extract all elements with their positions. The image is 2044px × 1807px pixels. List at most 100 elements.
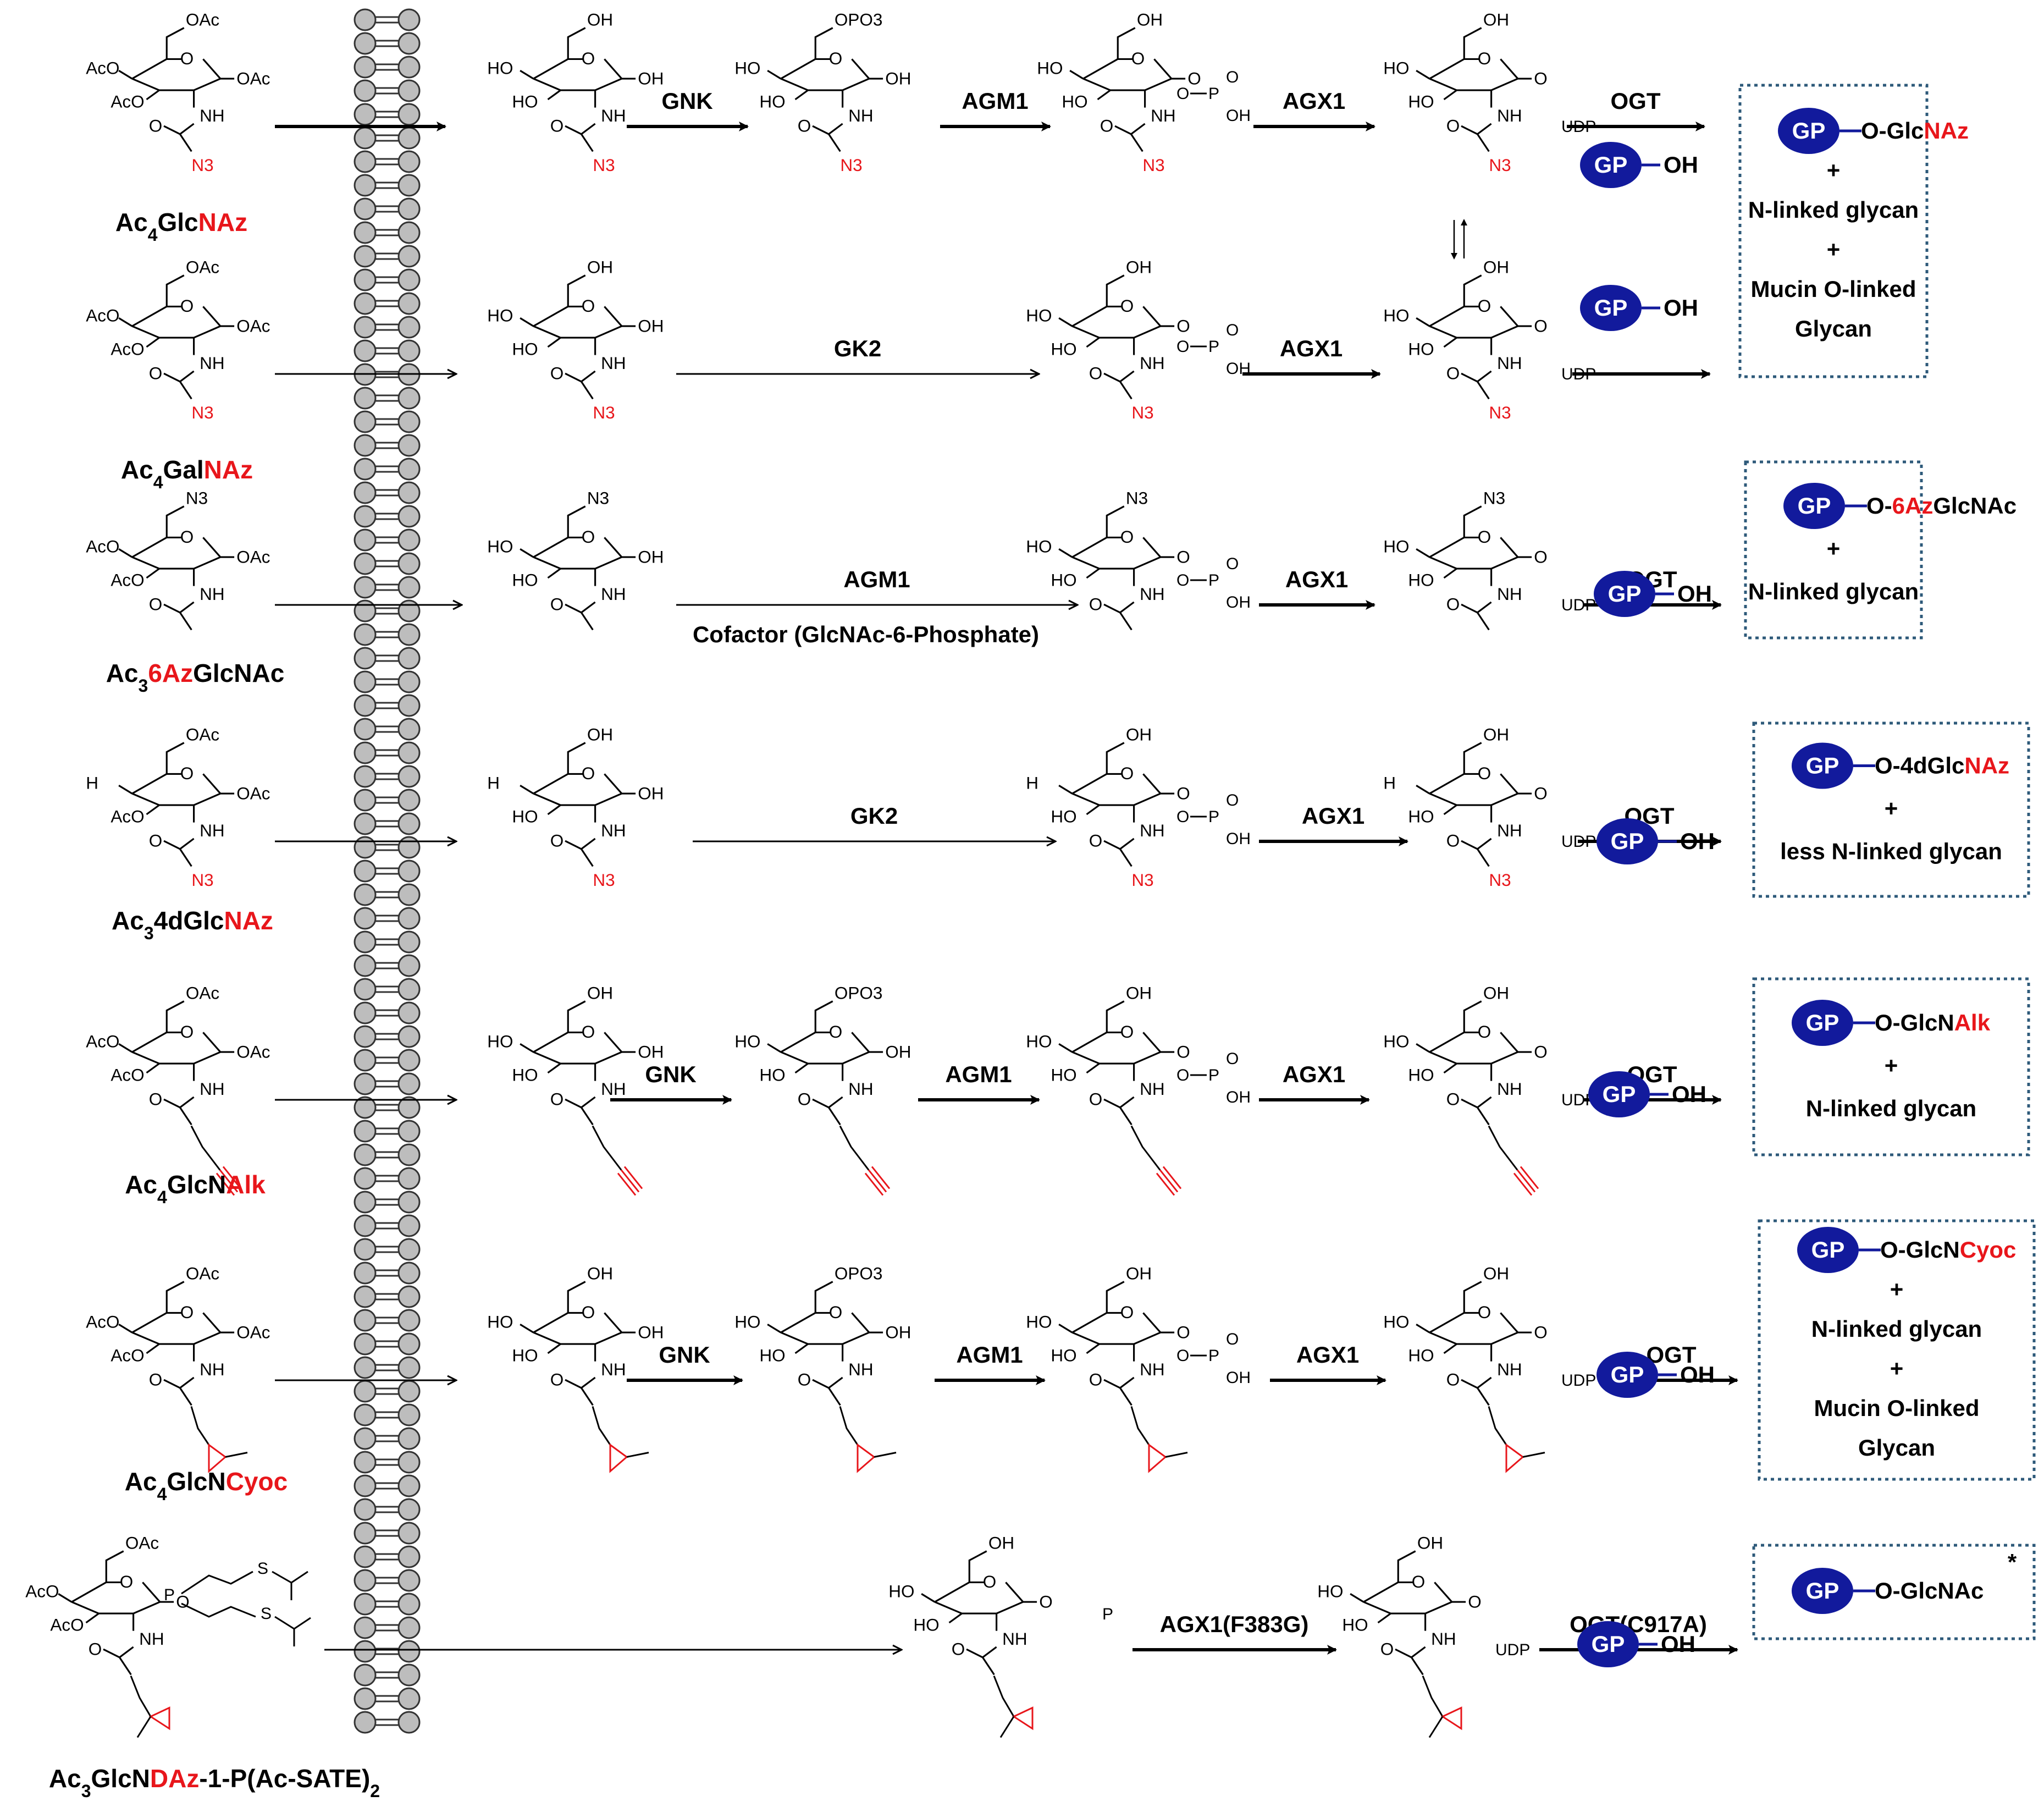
ring-oxygen: O — [1478, 1302, 1491, 1322]
glycan-class-label: N-linked glycan — [1748, 579, 1919, 604]
c6-substituent: OH — [587, 983, 613, 1003]
phosphate-p: P — [1208, 1347, 1219, 1365]
gp-label: GP — [1608, 581, 1642, 607]
c6-bond — [1106, 274, 1125, 307]
c6-bond — [1117, 27, 1136, 59]
c6-bond — [1463, 27, 1482, 59]
c3-substituent: HO — [512, 570, 538, 590]
substituent-bonds — [118, 70, 235, 108]
c1-substituent: OH — [638, 316, 664, 336]
c6-substituent: OH — [1483, 257, 1509, 277]
acyl-chain — [1461, 1376, 1492, 1406]
c4-substituent: HO — [1383, 537, 1409, 557]
lipid-head-outer — [353, 741, 377, 764]
glycoprotein-icon: GP — [1577, 1621, 1658, 1667]
phosphate-o: O — [1176, 571, 1189, 590]
sulfur-atom: S — [257, 1560, 268, 1578]
phosphate-oh: OH — [1226, 1369, 1251, 1387]
c6-substituent: OH — [1417, 1533, 1443, 1553]
lipid-head-outer — [353, 528, 377, 552]
c3-substituent: AcO — [50, 1615, 84, 1635]
ring-bonds — [131, 1032, 222, 1065]
udp-group: UDP — [1561, 1371, 1596, 1390]
ring-bonds — [780, 58, 870, 91]
lipid-head-inner — [397, 1663, 421, 1687]
lipid-head-inner — [397, 576, 421, 599]
acyl-chain — [565, 1376, 596, 1406]
acyl-chain — [565, 838, 596, 867]
glycoprotein-icon: GP — [1783, 483, 1867, 529]
lipid-head-inner — [397, 1380, 421, 1403]
c4-substituent: AcO — [86, 537, 119, 557]
lipid-head-inner — [397, 505, 421, 528]
c6-substituent: OH — [1126, 257, 1152, 277]
c6-substituent: OH — [1483, 1264, 1509, 1283]
ring-bonds — [1071, 773, 1162, 806]
precursor-label: Ac4GlcNCyoc — [125, 1467, 288, 1504]
text-run: 3 — [81, 1781, 91, 1801]
lipid-head-inner — [397, 765, 421, 788]
enzyme-label-agm1: AGM1 — [962, 88, 1028, 114]
c1-substituent: OH — [885, 1042, 911, 1062]
c6-bond — [165, 274, 185, 307]
text-run: GlcN — [167, 1467, 225, 1496]
lipid-head-outer — [353, 103, 377, 126]
amide-oxygen: O — [798, 1370, 811, 1390]
acyl-chain — [163, 1096, 195, 1126]
enzyme-label-agx1: AGX1 — [1283, 1061, 1345, 1087]
text-run: Ac — [125, 1467, 157, 1496]
cyclopropene-group — [190, 1406, 248, 1473]
c3-substituent: HO — [1408, 92, 1434, 112]
c6-substituent: OH — [587, 725, 613, 745]
substituent-bonds — [921, 1593, 1037, 1631]
ring-bonds — [131, 1312, 222, 1345]
lipid-head-inner — [397, 1167, 421, 1190]
lipid-head-inner — [397, 1120, 421, 1143]
c3-substituent: HO — [1051, 570, 1076, 590]
amide-oxygen: O — [1446, 363, 1460, 383]
text-run: N-linked glycan — [1811, 1316, 1982, 1342]
phosphate-p: P — [1208, 1066, 1219, 1084]
text-run: + — [1827, 236, 1841, 262]
amide-oxygen: O — [1380, 1639, 1394, 1659]
ring-oxygen: O — [582, 296, 595, 316]
lipid-head-outer — [353, 1049, 377, 1072]
c4-substituent: HO — [487, 1032, 513, 1051]
c1-substituent: O — [1534, 547, 1548, 567]
enzyme-label-ogt: OGT — [1611, 88, 1661, 114]
lipid-head-outer — [353, 1663, 377, 1687]
ring-bonds — [1071, 1312, 1162, 1345]
c4-substituent: H — [86, 773, 98, 793]
c6-bond — [567, 1281, 586, 1313]
ring-oxygen: O — [582, 1022, 595, 1042]
lipid-head-outer — [353, 1191, 377, 1214]
text-run: Mucin O-linked — [1750, 276, 1916, 302]
c6-bond — [1106, 1281, 1125, 1313]
text-run: NAz — [198, 208, 247, 236]
substituent-bonds — [1069, 70, 1186, 108]
c1-substituent: O — [1534, 69, 1548, 89]
c3-substituent: HO — [1408, 1065, 1434, 1085]
c4-substituent: AcO — [86, 58, 119, 78]
gp-ellipse — [1797, 1227, 1859, 1273]
ring-oxygen: O — [582, 763, 595, 783]
c1-substituent: O — [1534, 316, 1548, 336]
phosphate-o: O — [1226, 321, 1239, 339]
plus-sign: + — [1890, 1276, 1904, 1302]
lipid-head-outer — [353, 1025, 377, 1048]
text-run: + — [1885, 796, 1898, 822]
lipid-head-outer — [353, 883, 377, 906]
gp-ellipse — [1588, 1071, 1650, 1117]
amide-oxygen: O — [1089, 363, 1103, 383]
text-run: 4dGlc — [154, 906, 224, 935]
c6-substituent: OH — [587, 9, 613, 29]
ring-bonds — [780, 1312, 870, 1345]
c4-substituent: HO — [1383, 58, 1409, 78]
c1-substituent: OAc — [236, 69, 270, 89]
c1-substituent: OH — [638, 784, 664, 803]
lipid-head-outer — [353, 930, 377, 954]
cyclopropene-group — [592, 1406, 649, 1473]
